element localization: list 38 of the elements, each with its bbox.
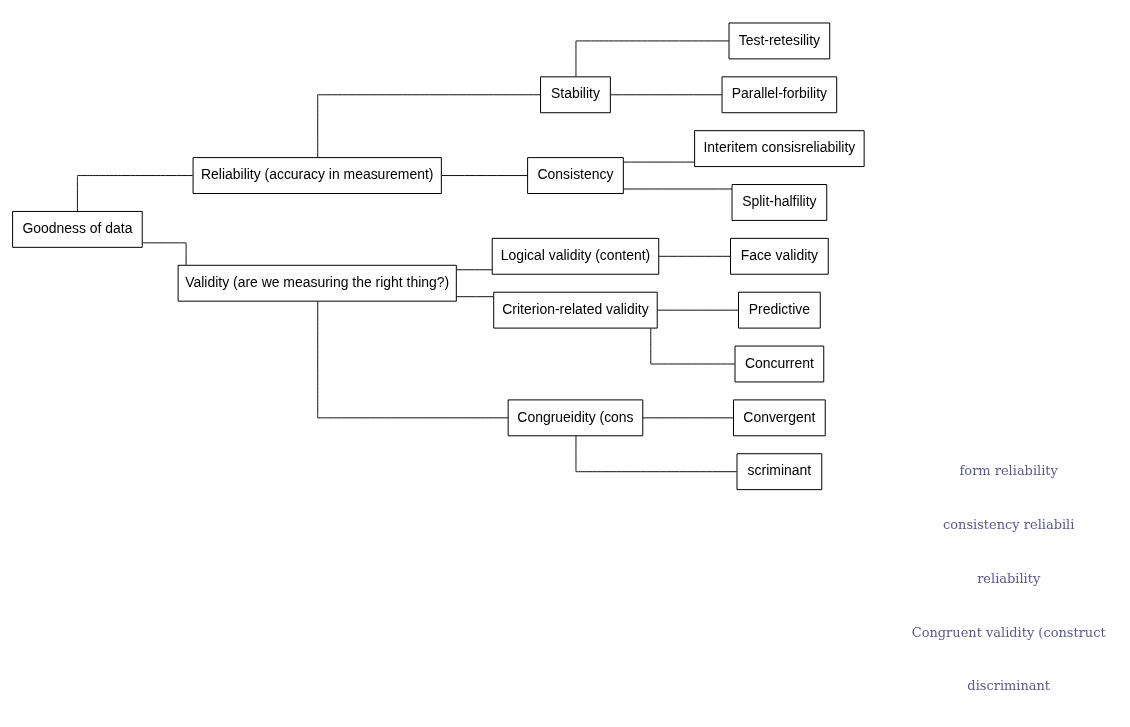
node-box: Stability <box>540 75 611 113</box>
node-box: Interitem consisreliability <box>694 129 865 167</box>
node-box: Criterion-related validity <box>493 291 658 329</box>
label: form reliability <box>959 462 1058 478</box>
node-box: Validity (are we measuring the right thing?) <box>177 264 457 302</box>
node-box: Reliability (accuracy in measurement) <box>192 156 442 194</box>
label: consistency reliabili <box>943 516 1075 532</box>
node-box: Convergent <box>733 398 826 436</box>
connector <box>642 416 734 418</box>
node-box: Logical validity (content) <box>491 237 660 275</box>
connector <box>456 268 493 270</box>
connector <box>623 188 733 189</box>
node-box: Congrueidity (cons <box>507 398 644 436</box>
connector <box>575 435 738 472</box>
connector <box>650 327 736 364</box>
connector <box>657 309 739 311</box>
node-box: Test-retesility <box>728 22 831 59</box>
connector <box>456 295 495 297</box>
node-box: Split-halfility <box>731 183 828 221</box>
node-box: Goodness of data <box>12 210 143 248</box>
connector <box>76 174 194 212</box>
node-box: Concurrent <box>734 345 825 382</box>
node-box: Consistency <box>527 156 624 194</box>
label: Congruent validity (construct <box>911 624 1106 640</box>
connector <box>142 241 187 265</box>
node-box: Predictive <box>738 291 821 329</box>
connector <box>623 161 695 163</box>
connector <box>658 255 731 257</box>
connector <box>317 300 509 418</box>
label: reliability <box>977 570 1041 586</box>
connector <box>610 93 723 95</box>
connector <box>317 93 541 158</box>
node-box: Face validity <box>730 237 829 275</box>
label: discriminant <box>967 677 1051 693</box>
node-box: Parallel-forbility <box>721 75 838 113</box>
node-box: scriminant <box>736 452 823 490</box>
connector <box>575 39 730 77</box>
connector <box>440 174 528 176</box>
